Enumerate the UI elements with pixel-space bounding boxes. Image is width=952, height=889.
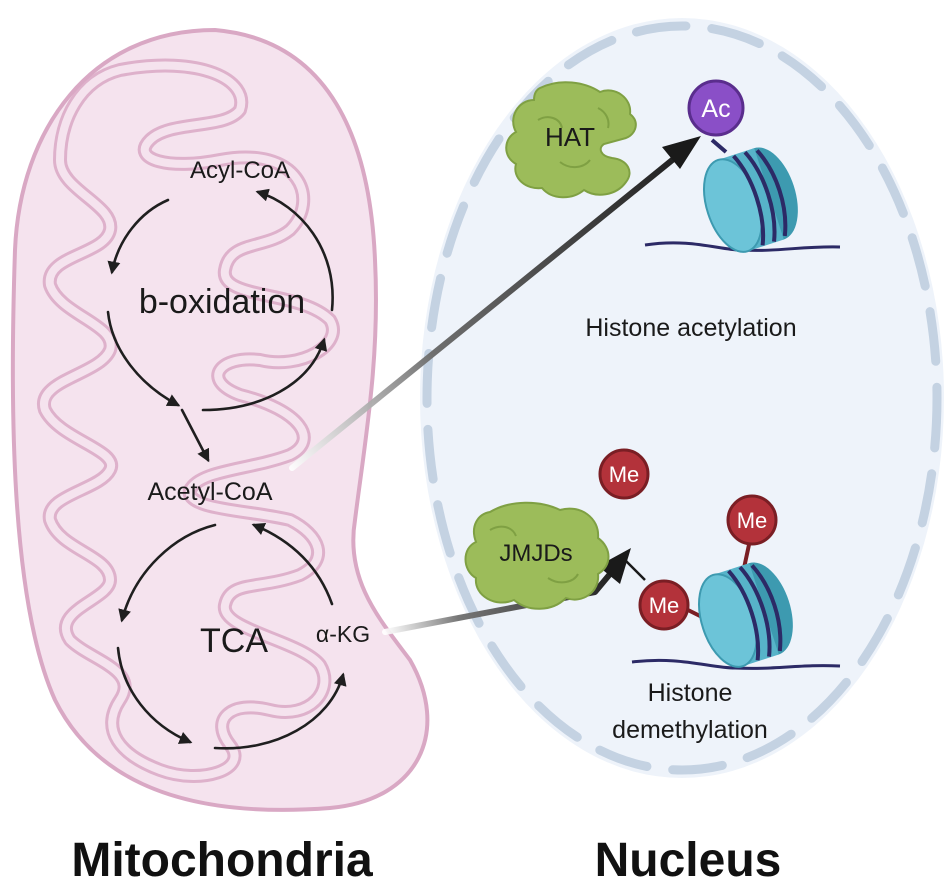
nucleus	[420, 18, 944, 778]
arrow-to-acetyl-coa	[180, 408, 210, 463]
tca-arrow-bottom-right	[213, 672, 347, 750]
tca-arrow-right-up	[251, 523, 334, 606]
cycle-arrow-left-down	[106, 310, 181, 407]
hat-label: HAT	[545, 122, 595, 152]
beta-oxidation-label: b-oxidation	[139, 283, 305, 321]
methyl-top-label: Me	[737, 508, 768, 533]
nucleus-caption: Nucleus	[595, 834, 782, 887]
methyl-left-circle	[638, 579, 690, 631]
alpha-kg-label: α-KG	[316, 621, 370, 647]
acetyl-group-label: Ac	[701, 95, 730, 123]
acetyl-coa-label: Acetyl-CoA	[147, 478, 272, 506]
alpha-kg-arrow-head	[598, 548, 631, 584]
jmjds-label: JMJDs	[499, 540, 572, 567]
acetyl-group-circle	[687, 79, 745, 137]
free-methyl-label: Me	[609, 462, 640, 487]
histone-demethylation-label-line2: demethylation	[612, 716, 768, 744]
acyl-coa-label: Acyl-CoA	[190, 157, 290, 184]
alpha-kg-to-nucleus-arrow	[382, 548, 631, 635]
cycle-arrow-acyl-to-left	[107, 198, 170, 275]
mitochondrion-outer-membrane	[10, 27, 430, 812]
cycle-arrow-bottom-right	[201, 337, 328, 412]
jmjds-enzyme: JMJDs	[464, 501, 610, 610]
beta-oxidation-cycle	[106, 188, 334, 463]
acetylated-nucleosome: Ac	[644, 79, 841, 253]
hat-enzyme: HAT	[505, 81, 637, 199]
methyl-top-circle	[726, 494, 778, 546]
acetyl-coa-to-nucleus-arrow	[289, 136, 701, 471]
tca-label: TCA	[200, 622, 268, 660]
tca-cycle	[116, 523, 347, 750]
histone-acetylation-label: Histone acetylation	[585, 314, 796, 342]
mitochondria-caption: Mitochondria	[71, 834, 373, 887]
tca-arrow-top-left	[118, 523, 217, 623]
acetyl-arrow-head	[662, 136, 701, 169]
methylated-nucleosome: Me Me Me	[598, 448, 841, 670]
mitochondrion	[10, 27, 430, 812]
histone-demethylation-label-line1: Histone	[648, 679, 733, 707]
cycle-arrow-right-up	[255, 188, 334, 312]
nuclear-envelope	[422, 21, 942, 775]
methyl-left-label: Me	[649, 593, 680, 618]
dna-strand-bottom	[631, 658, 841, 670]
free-methyl-circle	[598, 448, 650, 500]
tca-arrow-left-down	[116, 646, 193, 744]
jmjds-blob	[464, 501, 610, 610]
